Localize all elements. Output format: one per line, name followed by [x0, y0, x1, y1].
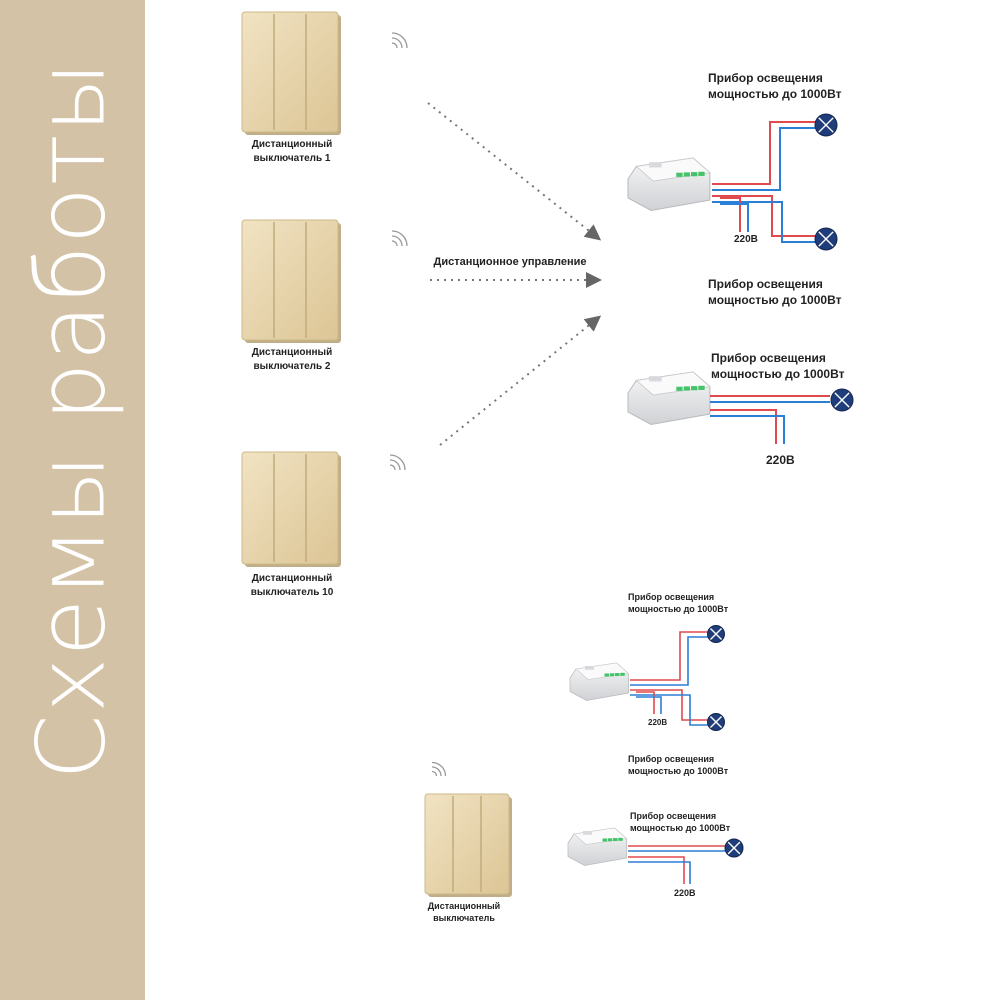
wifi-arc [431, 761, 447, 777]
lamp-cross [834, 392, 850, 408]
wifi-arc [391, 37, 403, 49]
lamp-4 [707, 625, 725, 643]
wire-blue [720, 203, 749, 232]
wifi-arc [389, 454, 406, 471]
lamp-6 [724, 838, 744, 858]
terminal-led [683, 172, 690, 177]
terminal-led [618, 837, 623, 841]
lamp-3 [830, 388, 854, 412]
lamp-cross [709, 715, 723, 729]
wifi-arc [391, 240, 398, 247]
module-button [585, 666, 594, 670]
signal-arrow-1 [427, 102, 602, 241]
wifi-signal-icon [431, 761, 447, 777]
terminal-led [683, 386, 690, 391]
terminal-led [604, 673, 609, 677]
wifi-signal-icon [389, 454, 406, 471]
terminal-led [691, 172, 698, 177]
relay-module-1 [627, 157, 711, 212]
lamp-label-1: Прибор освещения мощностью до 1000Вт [708, 71, 842, 102]
lamp-label-3: Прибор освещения мощностью до 1000Вт [711, 351, 845, 382]
wire-blue [710, 415, 785, 444]
lamp-cross [818, 117, 834, 133]
lamp-5 [707, 713, 725, 731]
relay-module-4 [567, 827, 628, 866]
wire-blue [630, 694, 708, 726]
lamp-label-2: Прибор освещения мощностью до 1000Вт [708, 277, 842, 308]
wire-red [630, 689, 708, 721]
wifi-signal-icon [391, 32, 408, 49]
wifi-arc [391, 32, 408, 49]
wire-red [720, 197, 741, 232]
lamp-cross [709, 627, 723, 641]
module-button [649, 376, 662, 382]
wire-red [710, 409, 777, 444]
voltage-label-2: 220В [766, 453, 795, 467]
wire-red [712, 195, 818, 237]
relay-module-3 [569, 662, 630, 701]
voltage-label-1: 220В [734, 234, 758, 245]
lamp-cross [727, 841, 741, 855]
module-button [583, 831, 592, 835]
wire-blue [712, 201, 818, 243]
terminal-led [676, 172, 683, 177]
lamp-label-6: Прибор освещения мощностью до 1000Вт [630, 811, 731, 834]
lamp-1 [814, 113, 838, 137]
terminal-led [698, 171, 705, 176]
terminal-led [609, 673, 615, 677]
switch-plate [241, 451, 339, 565]
terminal-led [698, 385, 705, 390]
lamp-cross [818, 231, 834, 247]
switch-plate [241, 11, 339, 133]
lamp-2 [814, 227, 838, 251]
wire-red [636, 691, 655, 714]
sidebar: Схемы работы [0, 0, 145, 1000]
wireless-switch-4 [424, 793, 512, 897]
terminal-led [613, 838, 618, 842]
lamp-label-5: Прибор освещения мощностью до 1000Вт [628, 754, 729, 777]
wifi-arc [389, 459, 401, 471]
terminal-led [676, 386, 683, 391]
lamp-label-4: Прибор освещения мощностью до 1000Вт [628, 592, 729, 615]
wire-blue [628, 861, 691, 884]
wifi-arc [431, 770, 438, 777]
wifi-arc [391, 230, 408, 247]
wire-red [712, 121, 818, 185]
remote-control-label: Дистанционное управление [433, 256, 587, 268]
switch-label-3: Дистанционный выключатель 10 [250, 573, 334, 598]
wire-red [628, 856, 685, 884]
wifi-arc [389, 464, 396, 471]
wire-blue [630, 636, 708, 686]
voltage-label-3: 220В [648, 718, 668, 727]
relay-module-2 [627, 371, 711, 426]
wifi-signal-icon [391, 230, 408, 247]
switch-label-1: Дистанционный выключатель 1 [251, 139, 333, 164]
signal-arrow-3 [439, 315, 602, 446]
terminal-led [607, 838, 613, 842]
wireless-switch-3 [241, 451, 341, 567]
wire-blue [636, 696, 662, 714]
voltage-label-4: 220В [674, 888, 696, 898]
wifi-arc [391, 235, 403, 247]
wifi-arc [391, 42, 398, 49]
wireless-switch-1 [241, 11, 341, 135]
wireless-switch-2 [241, 219, 341, 343]
terminal-led [602, 838, 607, 842]
switch-label-4: Дистанционный выключатель [427, 901, 501, 924]
terminal-led [615, 673, 620, 677]
wire-blue [712, 127, 818, 191]
switch-label-2: Дистанционный выключатель 2 [251, 347, 333, 372]
switch-plate [241, 219, 339, 341]
switch-plate [424, 793, 510, 895]
terminal-led [620, 672, 625, 676]
module-button [649, 162, 662, 168]
wifi-arc [431, 766, 442, 777]
terminal-led [691, 386, 698, 391]
wire-red [630, 631, 708, 681]
